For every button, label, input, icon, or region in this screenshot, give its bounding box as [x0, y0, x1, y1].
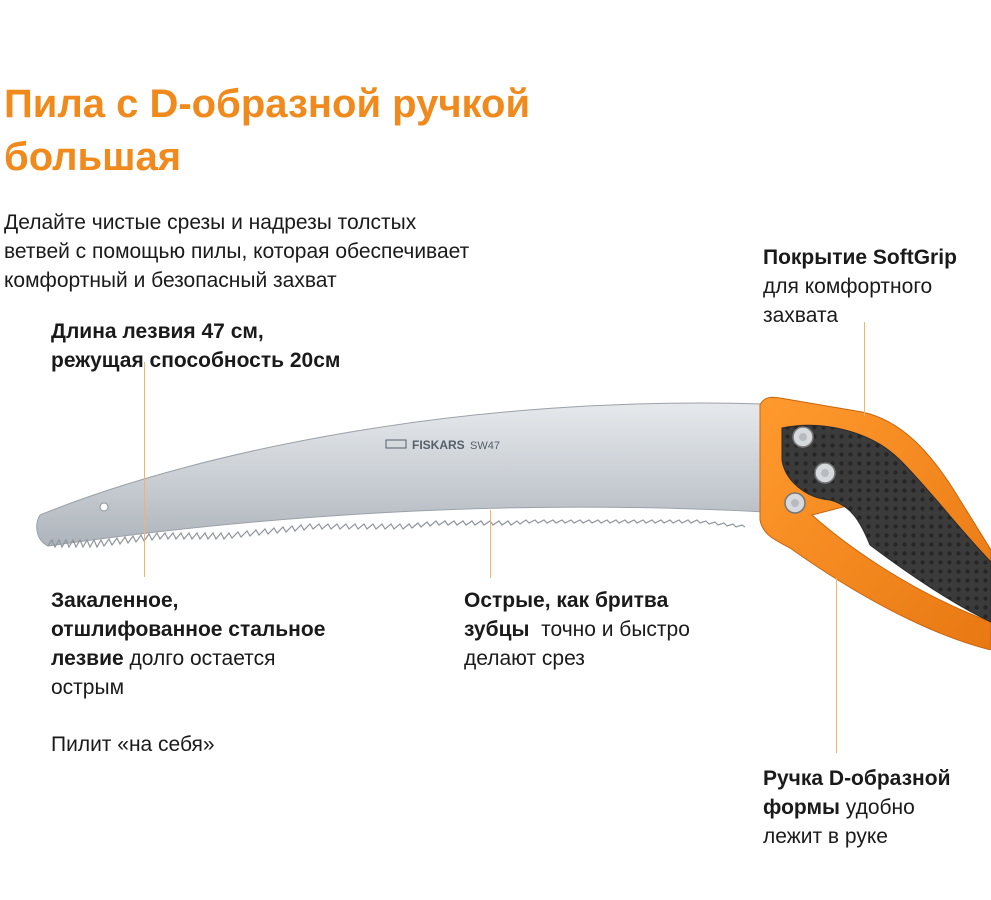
teeth-line-2-rest: точно и быстро	[529, 618, 690, 641]
handle-line-1: Ручка D-образной	[763, 767, 951, 790]
saw-teeth	[47, 519, 746, 549]
steel-line-3-bold: лезвие	[51, 647, 124, 670]
fiskars-logo	[385, 439, 407, 449]
saw-illustration: FISKARS SW47	[36, 396, 991, 650]
teeth-line-2-bold: зубцы	[464, 618, 530, 641]
blade-brand: FISKARS	[412, 438, 465, 452]
blade-hole	[99, 502, 109, 512]
callout-steel: Закаленное, отшлифованное стальное лезви…	[51, 586, 325, 702]
intro-line-1: Делайте чистые срезы и надрезы толстых	[4, 211, 417, 234]
intro-text: Делайте чистые срезы и надрезы толстых в…	[4, 208, 604, 295]
leader-softgrip	[864, 322, 865, 416]
leader-handle	[836, 578, 837, 753]
handle-line-2-rest: удобно	[839, 796, 915, 819]
callout-teeth: Острые, как бритва зубцы точно и быстро …	[464, 586, 690, 673]
leader-blade-length	[144, 362, 145, 577]
teeth-line-3: делают срез	[464, 647, 585, 670]
blade-length-line-1: Длина лезвия 47 см,	[51, 320, 264, 343]
steel-line-1: Закаленное,	[51, 589, 179, 612]
callout-pull-cut: Пилит «на себя»	[51, 730, 215, 759]
callout-softgrip: Покрытие SoftGrip для комфортного захват…	[763, 243, 957, 330]
steel-line-4: острым	[51, 676, 125, 699]
blade-length-line-2: режущая способность 20см	[51, 349, 341, 372]
pull-cut-text: Пилит «на себя»	[51, 733, 215, 756]
steel-line-2: отшлифованное стальное	[51, 618, 326, 641]
callout-blade-length: Длина лезвия 47 см, режущая способность …	[51, 317, 340, 375]
title-line-2: большая	[4, 135, 182, 179]
intro-line-3: комфортный и безопасный захват	[4, 269, 337, 292]
teeth-line-1: Острые, как бритва	[464, 589, 669, 612]
leader-teeth	[490, 510, 491, 578]
steel-line-3-rest: долго остается	[123, 647, 276, 670]
softgrip-title: Покрытие SoftGrip	[763, 246, 957, 269]
softgrip-line-3: захвата	[763, 304, 839, 327]
handle-line-2-bold: формы	[763, 796, 840, 819]
softgrip-line-2: для комфортного	[763, 275, 933, 298]
intro-line-2: ветвей с помощью пилы, которая обеспечив…	[4, 240, 470, 263]
page-title: Пила с D-образной ручкой большая	[4, 78, 704, 184]
title-line-1: Пила с D-образной ручкой	[4, 82, 531, 126]
callout-handle: Ручка D-образной формы удобно лежит в ру…	[763, 764, 950, 851]
handle-line-3: лежит в руке	[763, 825, 888, 848]
blade-model: SW47	[470, 440, 500, 452]
